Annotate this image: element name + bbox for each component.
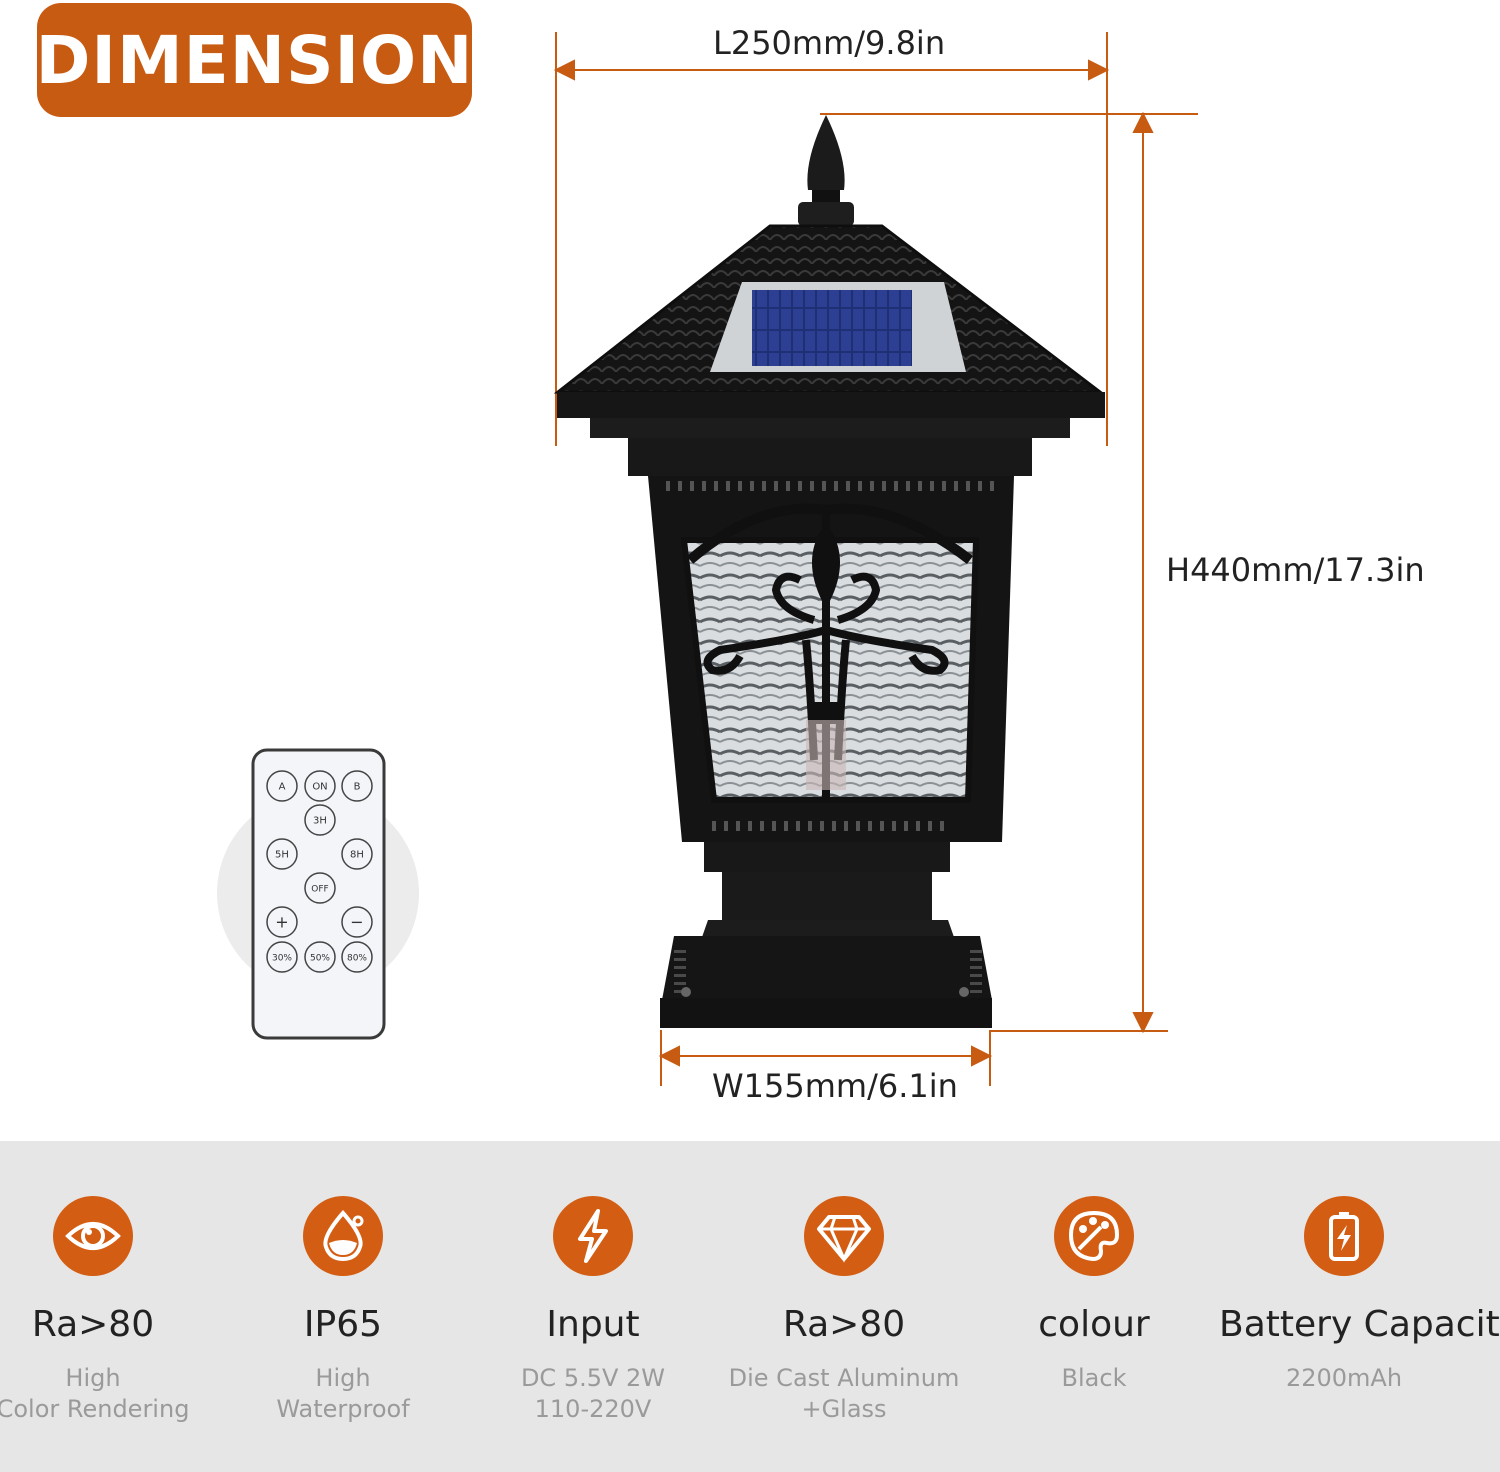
remote-button-label: 30% (272, 954, 292, 964)
feature-input: Input DC 5.5V 2W 110-220V (468, 1196, 718, 1425)
feature-battery: Battery Capacity 2200mAh (1219, 1196, 1500, 1394)
remote-button: 50% (304, 941, 336, 973)
height-dimension-line (820, 111, 1198, 1034)
remote-button-label: 5H (275, 850, 289, 861)
remote-button: OFF (304, 872, 336, 904)
feature-color-rendering: Ra>80 High Color Rendering (0, 1196, 218, 1425)
feature-line2: 110-220V (534, 1395, 652, 1423)
remote-button: 80% (341, 941, 373, 973)
width-dimension-line (658, 1030, 993, 1086)
battery-icon (1304, 1196, 1384, 1276)
remote-button-label: A (279, 782, 286, 793)
remote-button-label: + (275, 913, 288, 932)
badge-title: DIMENSION (35, 21, 474, 99)
feature-line1: High (65, 1364, 121, 1392)
feature-title: Battery Capacity (1219, 1304, 1500, 1345)
feature-title: Ra>80 (782, 1304, 906, 1345)
remote-button-label: 8H (350, 850, 364, 861)
remote-button-label: 3H (313, 816, 327, 827)
spec-panel (0, 1141, 1500, 1472)
remote-button: 8H (341, 838, 373, 870)
feature-line2: +Glass (801, 1395, 887, 1423)
remote-button: B (341, 770, 373, 802)
feature-waterproof: IP65 High Waterproof (218, 1196, 468, 1425)
diamond-icon (804, 1196, 884, 1276)
feature-title: colour (1038, 1304, 1150, 1345)
palette-icon (1054, 1196, 1134, 1276)
remote-button-label: 50% (310, 954, 330, 964)
remote-button: ON (304, 770, 336, 802)
remote-button: A (266, 770, 298, 802)
eye-icon (53, 1196, 133, 1276)
feature-line1: Die Cast Aluminum (728, 1364, 960, 1392)
remote-button-label: 80% (347, 954, 367, 964)
remote-control: A ON B 3H 5H 8H OFF + − 30% 50% 80% (217, 748, 419, 1040)
feature-line2: Color Rendering (0, 1395, 190, 1423)
remote-button: − (341, 906, 373, 938)
remote-button: 5H (266, 838, 298, 870)
feature-colour: colour Black (969, 1196, 1219, 1394)
remote-button: 30% (266, 941, 298, 973)
feature-line2: Waterproof (276, 1395, 410, 1423)
remote-button-label: ON (312, 782, 327, 793)
length-label: L250mm/9.8in (713, 24, 946, 62)
width-label: W155mm/6.1in (712, 1067, 958, 1105)
height-label: H440mm/17.3in (1166, 551, 1425, 589)
remote-button-label: OFF (311, 885, 328, 895)
feature-material: Ra>80 Die Cast Aluminum +Glass (719, 1196, 969, 1425)
feature-title: Input (546, 1304, 640, 1345)
length-dimension-line (553, 32, 1110, 446)
product-drawing: A ON B 3H 5H 8H OFF + − 30% 50% 80% (217, 32, 1198, 1086)
feature-line1: DC 5.5V 2W (520, 1364, 666, 1392)
dimension-badge: DIMENSION (35, 3, 474, 117)
solar-post-lamp (553, 115, 1105, 1028)
lightning-icon (553, 1196, 633, 1276)
remote-button: + (266, 906, 298, 938)
feature-title: Ra>80 (31, 1304, 155, 1345)
remote-button-label: − (350, 913, 363, 932)
water-drop-icon (303, 1196, 383, 1276)
feature-title: IP65 (303, 1304, 383, 1345)
feature-line1: Black (1061, 1364, 1127, 1392)
remote-button-label: B (354, 782, 361, 793)
feature-line1: High (315, 1364, 371, 1392)
feature-line1: 2200mAh (1285, 1364, 1403, 1392)
remote-button: 3H (304, 804, 336, 836)
